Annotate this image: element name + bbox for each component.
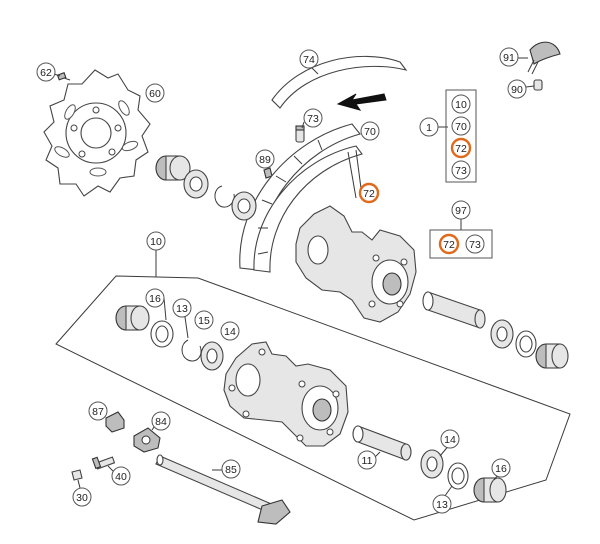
hub — [223, 341, 349, 447]
svg-text:13: 13 — [436, 499, 448, 511]
lower-ring — [150, 320, 174, 348]
axle — [155, 454, 291, 525]
label-87: 87 — [88, 401, 108, 421]
rim-tape — [271, 55, 408, 109]
svg-text:10: 10 — [150, 236, 162, 248]
label-73-group: 73 — [451, 160, 471, 180]
svg-text:15: 15 — [198, 315, 210, 327]
label-10-hub: 10 — [146, 231, 166, 251]
svg-text:11: 11 — [362, 455, 373, 467]
disc-bolt — [56, 72, 71, 81]
svg-text:85: 85 — [225, 464, 237, 476]
svg-text:14: 14 — [224, 326, 236, 338]
spoke-nipple — [295, 125, 305, 143]
svg-text:73: 73 — [307, 113, 319, 125]
label-72-group: 72 — [450, 137, 472, 159]
axle-clamp — [133, 427, 161, 453]
upper-right-ring — [515, 330, 537, 358]
label-85: 85 — [221, 459, 241, 479]
label-1: 1 — [419, 117, 439, 137]
label-72-spoke: 72 — [358, 182, 380, 204]
label-40: 40 — [111, 466, 131, 486]
lower-bearing — [200, 341, 224, 371]
svg-text:73: 73 — [455, 165, 467, 177]
svg-text:16: 16 — [149, 293, 161, 305]
svg-text:72: 72 — [443, 239, 455, 251]
svg-text:60: 60 — [149, 88, 161, 100]
svg-text:70: 70 — [364, 126, 376, 138]
lower-right-bearing — [420, 449, 444, 479]
svg-text:16: 16 — [495, 463, 507, 475]
upper-bearing-2 — [231, 191, 257, 221]
label-13-top: 13 — [172, 298, 192, 318]
label-89: 89 — [255, 149, 275, 169]
svg-text:70: 70 — [455, 121, 467, 133]
label-97: 97 — [451, 200, 471, 220]
svg-text:97: 97 — [455, 205, 467, 217]
hub-group-frame — [55, 250, 571, 521]
label-60: 60 — [145, 83, 165, 103]
lower-circlip — [181, 339, 202, 362]
svg-text:1: 1 — [426, 122, 432, 134]
label-16-top: 16 — [145, 288, 165, 308]
label-14-bottom: 14 — [440, 429, 460, 449]
valve-nut — [533, 79, 543, 91]
label-13-bottom: 13 — [432, 494, 452, 514]
label-72-kit: 72 — [438, 233, 460, 255]
upper-bearing — [183, 169, 209, 199]
label-15: 15 — [194, 310, 214, 330]
label-70-group: 70 — [451, 116, 471, 136]
upper-right-seal — [535, 343, 569, 369]
svg-text:30: 30 — [76, 492, 88, 504]
svg-text:62: 62 — [40, 67, 52, 79]
svg-text:89: 89 — [259, 154, 271, 166]
group-box-1 — [445, 89, 477, 183]
label-73-nipple: 73 — [303, 108, 323, 128]
label-90: 90 — [507, 79, 527, 99]
valve-cap — [527, 41, 561, 75]
svg-text:91: 91 — [503, 52, 515, 64]
svg-text:84: 84 — [155, 416, 167, 428]
label-74: 74 — [299, 49, 319, 69]
label-91: 91 — [499, 47, 519, 67]
upper-circlip — [214, 185, 235, 208]
direction-arrow — [336, 93, 387, 111]
washer-screw — [71, 469, 83, 481]
label-16-bottom: 16 — [491, 458, 511, 478]
svg-text:87: 87 — [92, 406, 104, 418]
upper-spacer — [422, 291, 486, 329]
svg-text:40: 40 — [115, 471, 127, 483]
svg-text:10: 10 — [455, 99, 467, 111]
label-84: 84 — [151, 411, 171, 431]
axle-nut — [105, 411, 125, 433]
svg-text:72: 72 — [455, 143, 467, 155]
label-10-group: 10 — [451, 94, 471, 114]
svg-text:90: 90 — [511, 84, 523, 96]
label-14-top: 14 — [220, 321, 240, 341]
group-box-97 — [429, 229, 493, 259]
lower-right-ring — [447, 462, 469, 490]
svg-text:74: 74 — [303, 54, 315, 66]
assembled-hub — [295, 205, 417, 323]
label-11: 11 — [357, 450, 377, 470]
label-70-rim: 70 — [360, 121, 380, 141]
svg-text:73: 73 — [469, 239, 481, 251]
upper-seal — [155, 155, 191, 181]
lower-right-seal — [473, 477, 507, 503]
label-30: 30 — [72, 487, 92, 507]
svg-text:13: 13 — [176, 303, 188, 315]
clamp-screw — [91, 456, 116, 470]
lower-seal — [115, 305, 150, 331]
label-62: 62 — [36, 62, 56, 82]
svg-text:14: 14 — [444, 434, 456, 446]
upper-right-bearing — [490, 319, 514, 349]
spacer — [352, 425, 412, 461]
label-73-kit: 73 — [465, 234, 485, 254]
brake-disc — [43, 69, 151, 197]
svg-text:72: 72 — [363, 188, 375, 200]
